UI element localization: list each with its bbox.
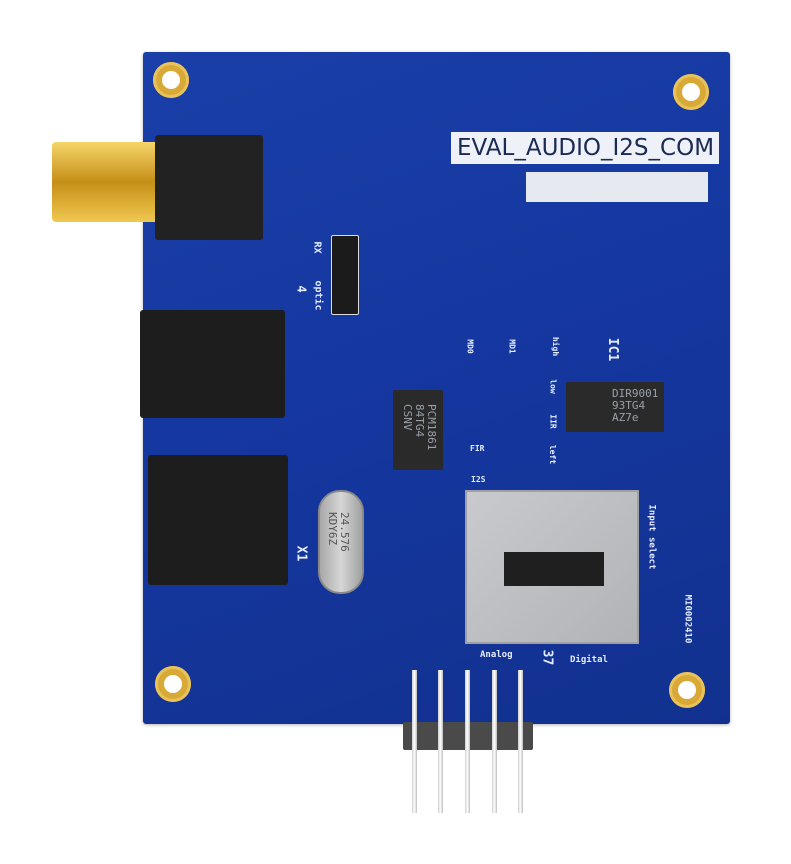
receiver-chip: DIR9001 93TG4 AZ7e [566,382,664,432]
jp-side-label: optic [312,280,324,311]
jumper-header[interactable] [331,235,359,315]
header-pin-5[interactable] [518,670,523,813]
input-select-label: Input select [646,504,657,570]
led-label-high: high [551,336,561,357]
adc-chip-marking: PCM1861 84TG4 CSNV [401,404,438,451]
led-label-i2s: I2S [471,475,486,484]
switch-ref-label: 37 [539,649,555,666]
jp-number: 4 [294,285,309,293]
blank-label-area [526,172,708,202]
rca-connector-body [155,135,263,240]
adc-chip: PCM1861 84TG4 CSNV [393,390,443,470]
led-label-md0: MD0 [465,339,475,354]
mounting-hole-bottom-left [155,666,191,702]
header-pin-1[interactable] [412,670,417,813]
serial-number: MI0002410 [682,594,693,644]
crystal-marking: 24.576 KDY6Z [326,512,351,552]
jp-label: RX [311,241,323,254]
header-pin-2[interactable] [438,670,443,813]
switch-slider[interactable] [504,552,604,586]
optical-jack[interactable] [140,310,285,418]
mounting-hole-bottom-right [669,672,705,708]
ic1-label: IC1 [605,337,621,362]
led-label-iir: IIR [548,414,558,429]
receiver-chip-marking: DIR9001 93TG4 AZ7e [612,387,659,424]
board-name-label: EVAL_AUDIO_I2S_COM [451,132,719,164]
header-pin-4[interactable] [492,670,497,813]
crystal-oscillator: 24.576 KDY6Z [318,490,364,594]
header-pin-3[interactable] [465,670,470,813]
rca-connector-plug[interactable] [52,142,162,222]
digital-label: Digital [570,655,608,665]
audio-jack-3-5mm[interactable] [148,455,288,585]
led-label-low: low [548,379,558,394]
mounting-hole-top-left [153,62,189,98]
led-label-fir: FIR [470,444,485,453]
mounting-hole-top-right [673,74,709,110]
input-select-switch[interactable] [465,490,639,644]
analog-label: Analog [480,650,513,660]
x1-label: X1 [293,545,309,562]
led-label-md1: MD1 [507,339,517,354]
led-label-left: left [548,444,558,465]
